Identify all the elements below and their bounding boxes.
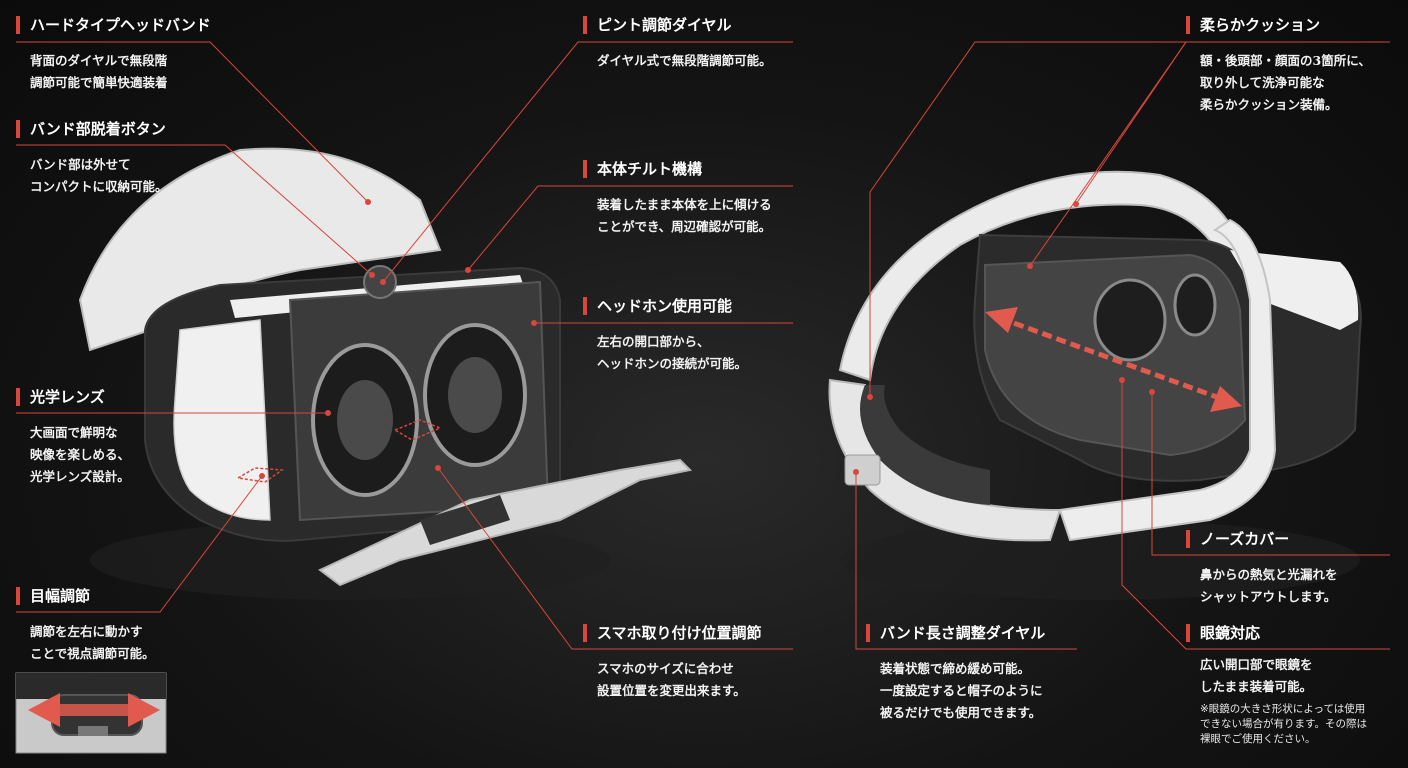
callout-body: 調節を左右に動かす ことで視点調節可能。: [16, 621, 155, 665]
callout-body: 装着状態で締め緩め可能。 一度設定すると帽子のように 被るだけでも使用できます。: [866, 658, 1045, 724]
callout-title: バンド部脱着ボタン: [16, 120, 168, 138]
callout-title: バンド長さ調整ダイヤル: [866, 624, 1045, 642]
callout-band-release: バンド部脱着ボタン バンド部は外せて コンパクトに収納可能。: [16, 120, 168, 198]
callout-line: したまま装着可能。: [1200, 679, 1313, 694]
callout-title: 本体チルト機構: [583, 160, 772, 178]
callout-title: 目幅調節: [16, 587, 155, 605]
callout-line: ことで視点調節可能。: [30, 646, 155, 661]
callout-tilt: 本体チルト機構 装着したまま本体を上に傾ける ことができ、周辺確認が可能。: [583, 160, 772, 238]
callout-title: 柔らかクッション: [1186, 16, 1371, 34]
right-headset-image: [828, 170, 1362, 542]
left-headset-image: [78, 147, 693, 587]
callout-title: 眼鏡対応: [1186, 624, 1367, 642]
callout-phone-mount: スマホ取り付け位置調節 スマホのサイズに合わせ 設置位置を変更出来ます。: [583, 624, 762, 702]
callout-body: スマホのサイズに合わせ 設置位置を変更出来ます。: [583, 658, 762, 702]
callout-body: 左右の開口部から、 ヘッドホンの接続が可能。: [583, 331, 747, 375]
callout-line: 広い開口部で眼鏡を: [1200, 657, 1313, 672]
callout-line: 装着状態で締め緩め可能。: [880, 661, 1031, 676]
callout-line: スマホのサイズに合わせ: [597, 661, 734, 676]
callout-title: ハードタイプヘッドバンド: [16, 16, 211, 34]
callout-optical-lens: 光学レンズ 大画面で鮮明な 映像を楽しめる、 光学レンズ設計。: [16, 388, 130, 488]
callout-line: 装着したまま本体を上に傾ける: [597, 197, 772, 212]
callout-line: 柔らかクッション装備。: [1200, 97, 1338, 112]
callout-line: 大画面で鮮明な: [30, 425, 118, 440]
callout-line: 光学レンズ設計。: [30, 469, 130, 484]
callout-line: ヘッドホンの接続が可能。: [597, 356, 748, 371]
callout-line: 背面のダイヤルで無段階: [30, 53, 168, 68]
callout-body: バンド部は外せて コンパクトに収納可能。: [16, 154, 168, 198]
callout-soft-cushion: 柔らかクッション 額・後頭部・顔面の3箇所に、 取り外して洗浄可能な 柔らかクッ…: [1186, 16, 1371, 116]
callout-body: 大画面で鮮明な 映像を楽しめる、 光学レンズ設計。: [16, 422, 130, 488]
callout-title: ノーズカバー: [1186, 530, 1338, 548]
callout-line: 設置位置を変更出来ます。: [597, 683, 746, 698]
callout-headphone: ヘッドホン使用可能 左右の開口部から、 ヘッドホンの接続が可能。: [583, 297, 747, 375]
callout-line: 調節を左右に動かす: [30, 624, 143, 639]
callout-body: 額・後頭部・顔面の3箇所に、 取り外して洗浄可能な 柔らかクッション装備。: [1186, 50, 1371, 116]
callout-glasses: 眼鏡対応 広い開口部で眼鏡を したまま装着可能。 ※眼鏡の大きさ形状によっては使…: [1186, 624, 1367, 747]
callout-body: ダイヤル式で無段階調節可能。: [583, 50, 772, 72]
note-line: できない場合が有ります。その際は: [1200, 718, 1367, 730]
callout-eye-width: 目幅調節 調節を左右に動かす ことで視点調節可能。: [16, 587, 155, 665]
callout-body: 広い開口部で眼鏡を したまま装着可能。: [1186, 654, 1367, 698]
eye-width-inset-image: [15, 672, 167, 754]
callout-line: バンド部は外せて: [30, 157, 131, 172]
callout-body: 装着したまま本体を上に傾ける ことができ、周辺確認が可能。: [583, 194, 772, 238]
callout-note: ※眼鏡の大きさ形状によっては使用 できない場合が有ります。その際は 裸眼でご使用…: [1186, 702, 1367, 747]
callout-line: ダイヤル式で無段階調節可能。: [597, 53, 772, 68]
callout-title: ピント調節ダイヤル: [583, 16, 772, 34]
callout-focus-dial: ピント調節ダイヤル ダイヤル式で無段階調節可能。: [583, 16, 772, 72]
callout-body: 背面のダイヤルで無段階 調節可能で簡単快適装着: [16, 50, 211, 94]
callout-line: コンパクトに収納可能。: [30, 179, 168, 194]
callout-line: 一度設定すると帽子のように: [880, 683, 1043, 698]
note-line: ※眼鏡の大きさ形状によっては使用: [1200, 703, 1366, 715]
callout-line: 額・後頭部・顔面の3箇所に、: [1200, 53, 1371, 68]
callout-line: 鼻からの熱気と光漏れを: [1200, 567, 1338, 582]
callout-nose-cover: ノーズカバー 鼻からの熱気と光漏れを シャットアウトします。: [1186, 530, 1338, 608]
callout-line: ことができ、周辺確認が可能。: [597, 219, 772, 234]
callout-line: 左右の開口部から、: [597, 334, 710, 349]
callout-line: 調節可能で簡単快適装着: [30, 75, 168, 90]
callout-line: シャットアウトします。: [1200, 589, 1337, 604]
callout-title: スマホ取り付け位置調節: [583, 624, 762, 642]
callout-line: 映像を楽しめる、: [30, 447, 131, 462]
callout-line: 取り外して洗浄可能な: [1200, 75, 1325, 90]
callout-band-dial: バンド長さ調整ダイヤル 装着状態で締め緩め可能。 一度設定すると帽子のように 被…: [866, 624, 1045, 724]
note-line: 裸眼でご使用ください。: [1200, 733, 1316, 745]
callout-hard-band: ハードタイプヘッドバンド 背面のダイヤルで無段階 調節可能で簡単快適装着: [16, 16, 211, 94]
callout-body: 鼻からの熱気と光漏れを シャットアウトします。: [1186, 564, 1338, 608]
callout-title: 光学レンズ: [16, 388, 130, 406]
callout-title: ヘッドホン使用可能: [583, 297, 747, 315]
callout-line: 被るだけでも使用できます。: [880, 705, 1042, 720]
